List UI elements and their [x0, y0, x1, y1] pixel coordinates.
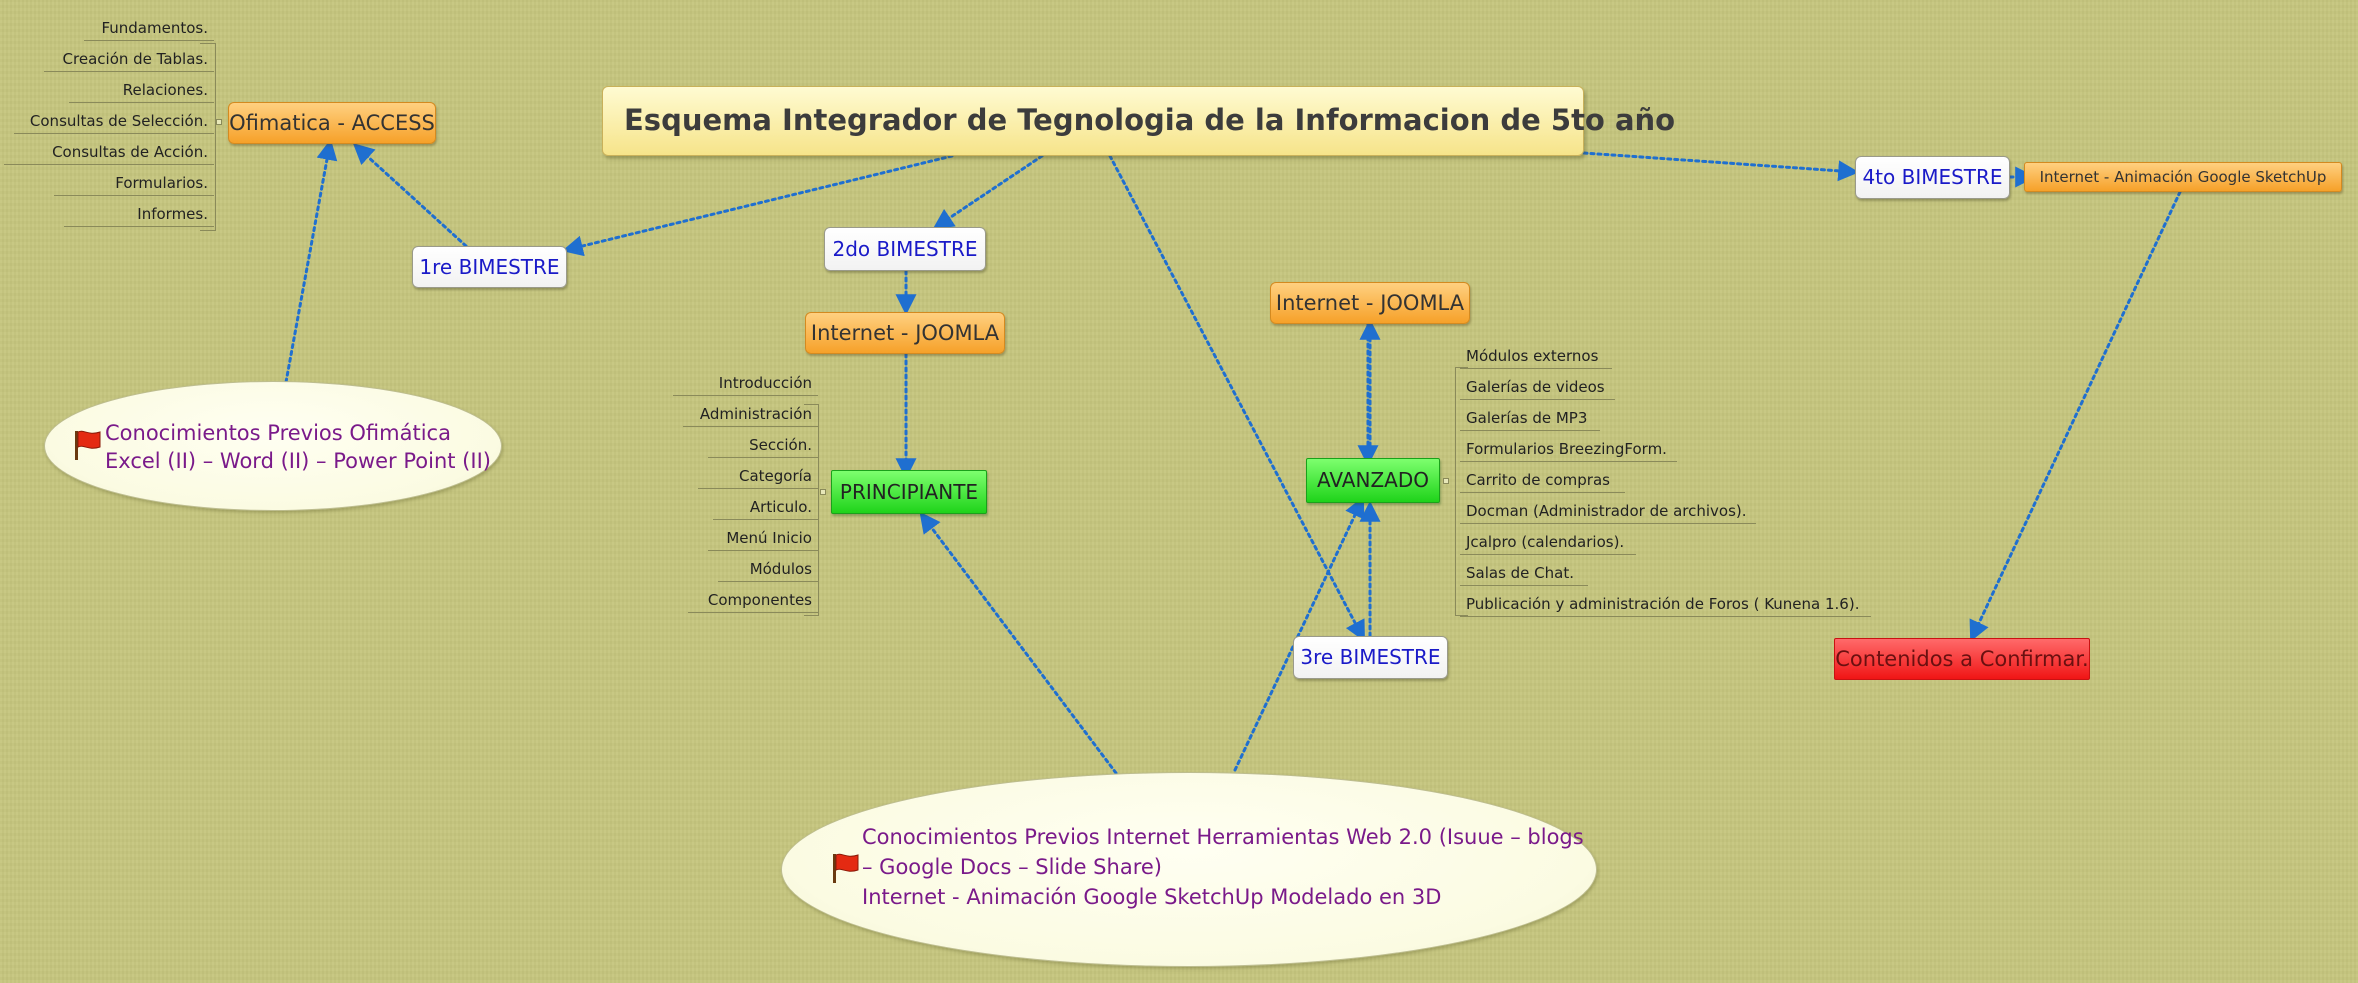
sketchup-topic-node[interactable]: Internet - Animación Google SketchUp	[2024, 162, 2342, 192]
access-item[interactable]: Fundamentos.	[84, 19, 214, 41]
principiante-items-bracket	[804, 404, 819, 616]
access-items-bracket	[200, 43, 216, 231]
link-title-to-b1	[561, 154, 954, 257]
access-item[interactable]: Relaciones.	[69, 81, 214, 103]
principiante-level-node[interactable]: PRINCIPIANTE	[831, 470, 987, 514]
red-flag-icon	[75, 430, 101, 460]
principiante-item[interactable]: Sección.	[708, 436, 818, 458]
note-internet-ellipse[interactable]	[781, 772, 1597, 967]
principiante-item[interactable]: Articulo.	[713, 498, 818, 520]
link-sketchup-to-confirmar	[1969, 190, 2182, 642]
avanzado-items-bracket	[1455, 367, 1468, 616]
note-internet-line-2: – Google Docs – Slide Share)	[862, 855, 1162, 879]
access-connector	[216, 119, 222, 125]
note-internet-line-3: Internet - Animación Google SketchUp Mod…	[862, 885, 1442, 909]
note-ofimatica-line-2: Excel (II) – Word (II) – Power Point (II…	[105, 449, 491, 473]
joomla-avanzado-topic-node[interactable]: Internet - JOOMLA	[1270, 282, 1470, 324]
link-note-ofimatica-to-access	[284, 138, 338, 384]
avanzado-item[interactable]: Jcalpro (calendarios).	[1460, 533, 1636, 555]
joomla-principiante-topic-node[interactable]: Internet - JOOMLA	[805, 312, 1005, 354]
bimestre-3-node[interactable]: 3re BIMESTRE	[1293, 636, 1448, 679]
bimestre-1-node[interactable]: 1re BIMESTRE	[412, 246, 567, 288]
principiante-connector	[820, 489, 826, 495]
link-note-internet-to-avanzado	[1233, 496, 1365, 772]
link-note-internet-to-principiante	[919, 511, 1118, 775]
avanzado-item[interactable]: Galerías de videos	[1460, 378, 1615, 400]
access-item[interactable]: Creación de Tablas.	[44, 50, 214, 72]
avanzado-item[interactable]: Galerías de MP3	[1460, 409, 1600, 431]
avanzado-item[interactable]: Salas de Chat.	[1460, 564, 1588, 586]
access-item[interactable]: Formularios.	[54, 174, 214, 196]
avanzado-connector	[1443, 478, 1449, 484]
link-title-to-b2	[932, 154, 1044, 230]
principiante-item[interactable]: Componentes	[688, 591, 818, 613]
red-flag-icon	[833, 853, 859, 883]
avanzado-item[interactable]: Carrito de compras	[1460, 471, 1625, 493]
principiante-item[interactable]: Menú Inicio	[708, 529, 818, 551]
map-title[interactable]: Esquema Integrador de Tegnologia de la I…	[602, 86, 1675, 156]
access-topic-node[interactable]: Ofimatica - ACCESS	[228, 102, 436, 144]
access-item[interactable]: Informes.	[64, 205, 214, 227]
principiante-item[interactable]: Introducción	[673, 374, 818, 396]
note-ofimatica-line-1: Conocimientos Previos Ofimática	[105, 421, 451, 445]
contenidos-a-confirmar-node[interactable]: Contenidos a Confirmar.	[1834, 638, 2090, 680]
principiante-item[interactable]: Categoría	[698, 467, 818, 489]
link-title-to-b3	[1108, 154, 1365, 642]
avanzado-level-node[interactable]: AVANZADO	[1306, 458, 1440, 503]
note-internet-line-1: Conocimientos Previos Internet Herramien…	[862, 825, 1584, 849]
avanzado-item[interactable]: Módulos externos	[1460, 347, 1612, 369]
avanzado-item[interactable]: Publicación y administración de Foros ( …	[1460, 595, 1871, 617]
bimestre-2-node[interactable]: 2do BIMESTRE	[824, 227, 986, 271]
avanzado-item[interactable]: Docman (Administrador de archivos).	[1460, 502, 1756, 524]
link-title-to-b4	[1582, 151, 1860, 182]
link-b1-to-access	[352, 143, 468, 248]
note-ofimatica-ellipse[interactable]	[44, 381, 502, 511]
access-item[interactable]: Consultas de Acción.	[4, 143, 214, 165]
principiante-item[interactable]: Administración	[683, 405, 818, 427]
avanzado-item[interactable]: Formularios BreezingForm.	[1460, 440, 1677, 462]
principiante-item[interactable]: Módulos	[718, 560, 818, 582]
bimestre-4-node[interactable]: 4to BIMESTRE	[1855, 156, 2010, 199]
access-item[interactable]: Consultas de Selección.	[14, 112, 214, 134]
